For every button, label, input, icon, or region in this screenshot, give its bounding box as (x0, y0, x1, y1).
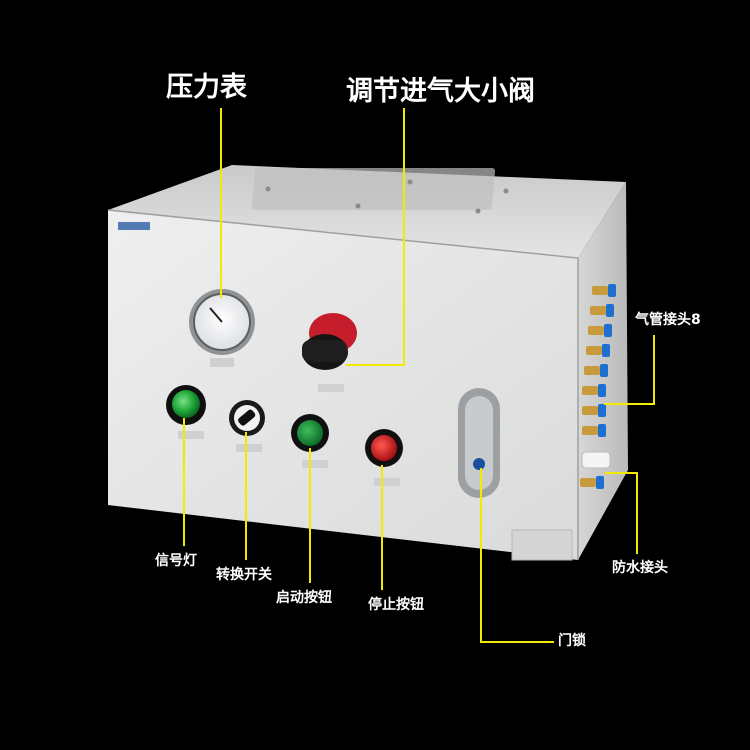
start-button-icon (291, 414, 329, 468)
cabinet (107, 165, 628, 561)
leader-line-intake-valve-h (346, 364, 405, 366)
signal-light-icon (166, 385, 206, 439)
leader-line-intake-valve (403, 108, 405, 366)
screw (407, 179, 413, 185)
screw (503, 188, 509, 194)
top-window (251, 168, 496, 210)
leader-line-selector-switch (245, 432, 247, 560)
leader-line-door-lock (480, 468, 482, 642)
waterproof-connector-icon (581, 451, 611, 469)
leader-line-start-button (309, 448, 311, 583)
screw (355, 203, 361, 209)
leader-line-waterproof (636, 472, 638, 554)
stop-button-icon (365, 429, 403, 486)
label-waterproof-connector: 防水接头 (612, 560, 668, 576)
cabinet-top (108, 165, 626, 258)
selector-switch-icon (229, 400, 265, 452)
leader-line-door-lock-h (480, 641, 554, 643)
leader-line-waterproof-h (605, 472, 638, 474)
pressure-gauge-icon (189, 289, 255, 367)
label-start-button: 启动按钮 (276, 590, 332, 606)
nameplate (511, 529, 573, 561)
label-stop-button: 停止按钮 (368, 597, 424, 613)
door-handle-icon (458, 388, 500, 498)
leader-line-air-fitting-h (604, 403, 654, 405)
leader-line-signal-light (183, 418, 185, 546)
leader-line-pressure-gauge (220, 108, 222, 298)
leader-line-air-fitting (653, 335, 655, 405)
label-pressure-gauge: 压力表 (166, 72, 247, 103)
leader-line-stop-button (381, 465, 383, 590)
screw (475, 208, 481, 214)
valve-knob-icon (302, 313, 357, 392)
label-selector-switch: 转换开关 (216, 567, 272, 583)
label-intake-valve: 调节进气大小阀 (346, 76, 535, 107)
cabinet-edge (107, 209, 579, 560)
brand-logo (118, 222, 150, 230)
label-air-fitting: 气管接头8 (635, 312, 701, 328)
air-fitting-icon (580, 284, 616, 489)
label-signal-light: 信号灯 (155, 553, 197, 569)
screw (265, 186, 271, 192)
label-door-lock: 门锁 (558, 633, 586, 649)
